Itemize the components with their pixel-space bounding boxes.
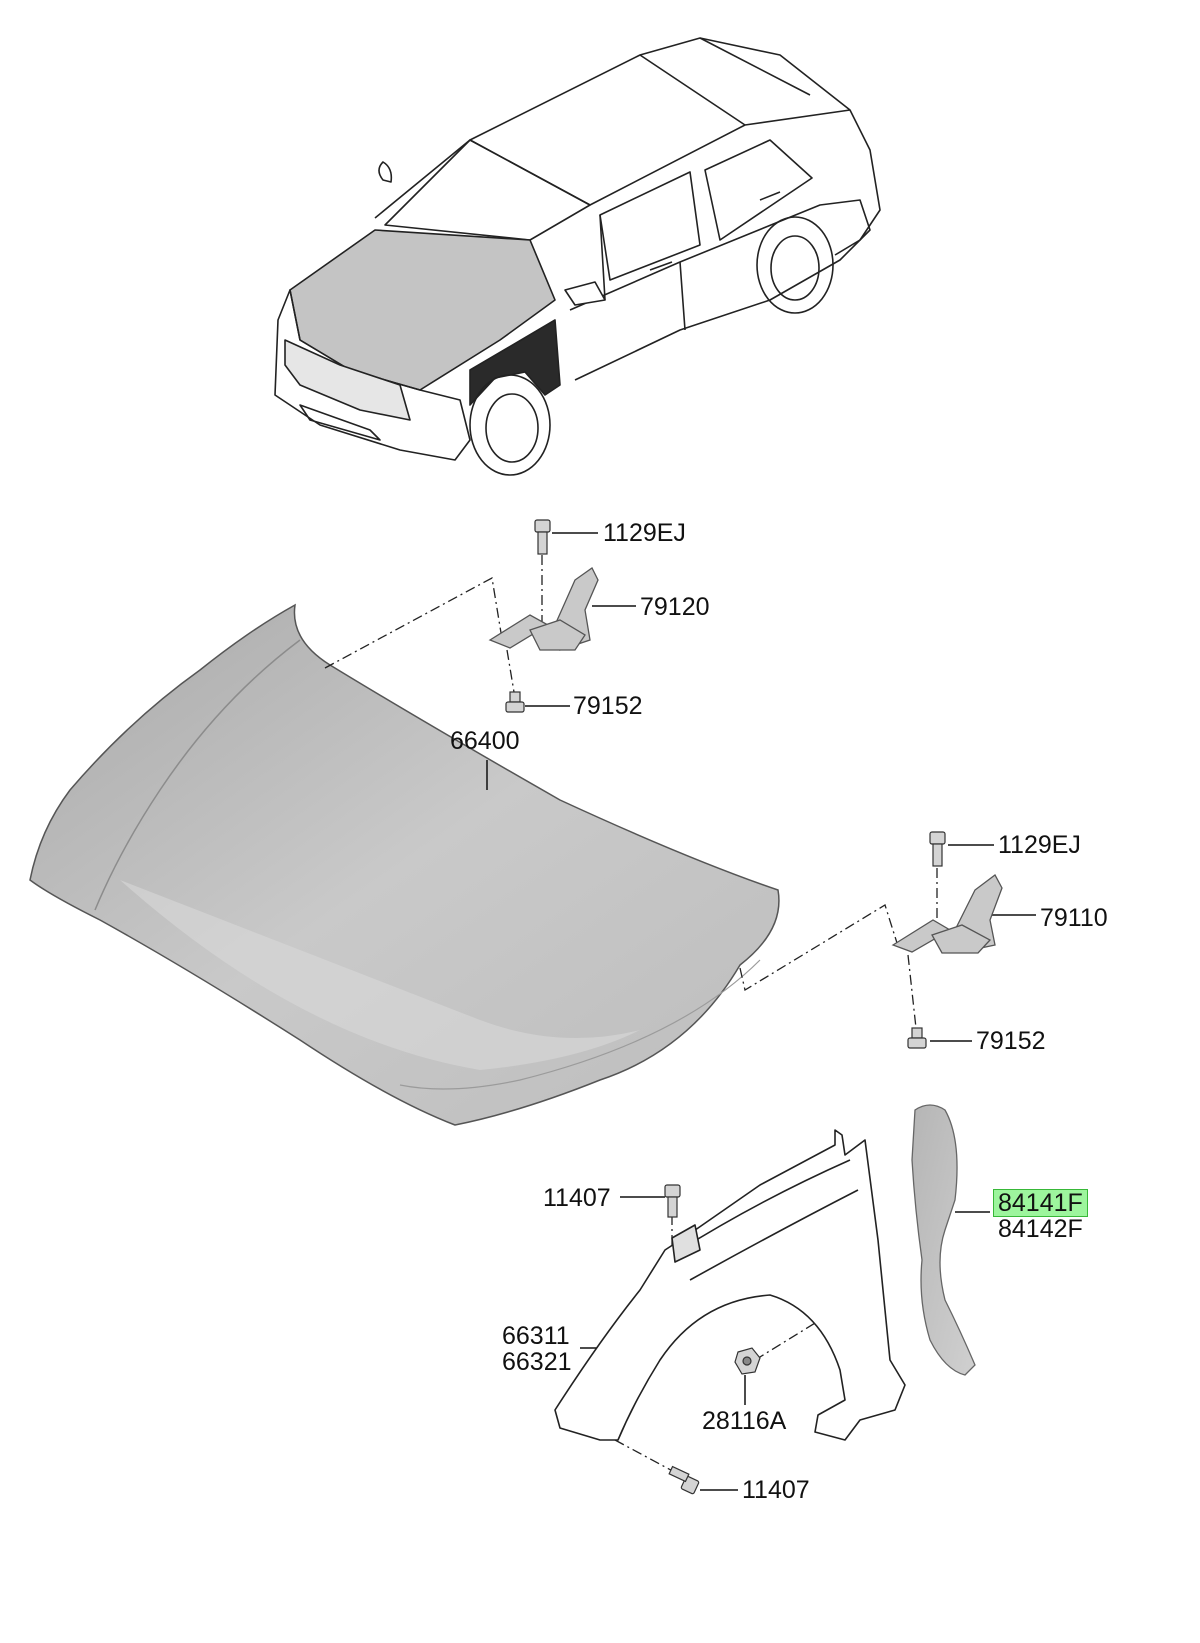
car-front-wheel (469, 374, 551, 476)
label-79152-right: 79152 (976, 1027, 1046, 1055)
bolt-1129ej-left (534, 519, 551, 555)
fender-liner-shape (911, 1104, 976, 1376)
front-fender (554, 1129, 906, 1441)
assembly-line-nut-left (506, 649, 515, 693)
bolt-11407-bottom (668, 1465, 700, 1495)
label-84142f: 84142F (998, 1215, 1083, 1243)
label-66321: 66321 (502, 1348, 572, 1376)
assembly-line-nut-right (907, 954, 917, 1029)
hinge-right-base (931, 924, 992, 954)
label-1129ej-left: 1129EJ (603, 519, 686, 547)
label-1129ej-right: 1129EJ (998, 831, 1081, 859)
car-mirror-left (378, 161, 393, 183)
label-79110: 79110 (1040, 904, 1108, 932)
assembly-line-hood-hinge-right (739, 904, 898, 992)
car-rear-wheel-hub (770, 235, 820, 301)
hood-highlight (120, 880, 640, 1070)
car-roof-panel (639, 37, 811, 126)
label-28116a: 28116A (702, 1407, 787, 1435)
fender-shape (554, 1129, 906, 1441)
label-79120: 79120 (640, 593, 710, 621)
nut-79152-left (505, 691, 525, 713)
car-side-window-front (599, 171, 701, 281)
label-79152-left: 79152 (573, 692, 643, 720)
car-rear-wheel (756, 216, 834, 314)
car-door-line (599, 214, 686, 331)
assembly-line-fender-bolt-bottom (614, 1439, 681, 1476)
car-side-body (569, 199, 871, 381)
hinge-right (891, 874, 1003, 954)
car-door-handle-rear (759, 191, 781, 201)
fender-bracket (671, 1224, 701, 1263)
hinge-left (488, 567, 599, 651)
car-roof-outline (374, 37, 881, 256)
hinge-left-base (529, 619, 586, 651)
hood-shape (29, 603, 780, 1126)
hood-panel (29, 603, 780, 1126)
hood-crease-2 (399, 959, 761, 1090)
label-66400: 66400 (450, 727, 520, 755)
assembly-line-hood-hinge-left (324, 576, 504, 669)
car-side-mirror (564, 281, 606, 306)
car-windshield (384, 139, 591, 241)
car-grille (284, 339, 411, 421)
car-illustration (274, 37, 881, 476)
assembly-lines (324, 555, 938, 1476)
hood-crease (94, 639, 301, 911)
label-11407-top: 11407 (543, 1184, 611, 1212)
bolt-1129ej-right (929, 831, 946, 867)
fasteners (505, 519, 946, 1495)
car-lower-intake (299, 404, 381, 441)
label-11407-bottom: 11407 (742, 1476, 810, 1504)
car-front-wheel-hub (485, 393, 539, 463)
nut-28116a (734, 1347, 761, 1375)
car-side-window-rear (704, 139, 813, 241)
nut-79152-right (907, 1027, 927, 1049)
bolt-11407-top (664, 1184, 681, 1218)
label-66311: 66311 (502, 1322, 570, 1350)
car-door-handle-front (649, 261, 673, 271)
fender-liner (911, 1104, 976, 1376)
assembly-line-fender-nut (754, 1319, 821, 1361)
leader-lines (486, 532, 1036, 1491)
label-84141f-highlighted[interactable]: 84141F (993, 1189, 1088, 1217)
fender-inner-line (679, 1159, 859, 1281)
